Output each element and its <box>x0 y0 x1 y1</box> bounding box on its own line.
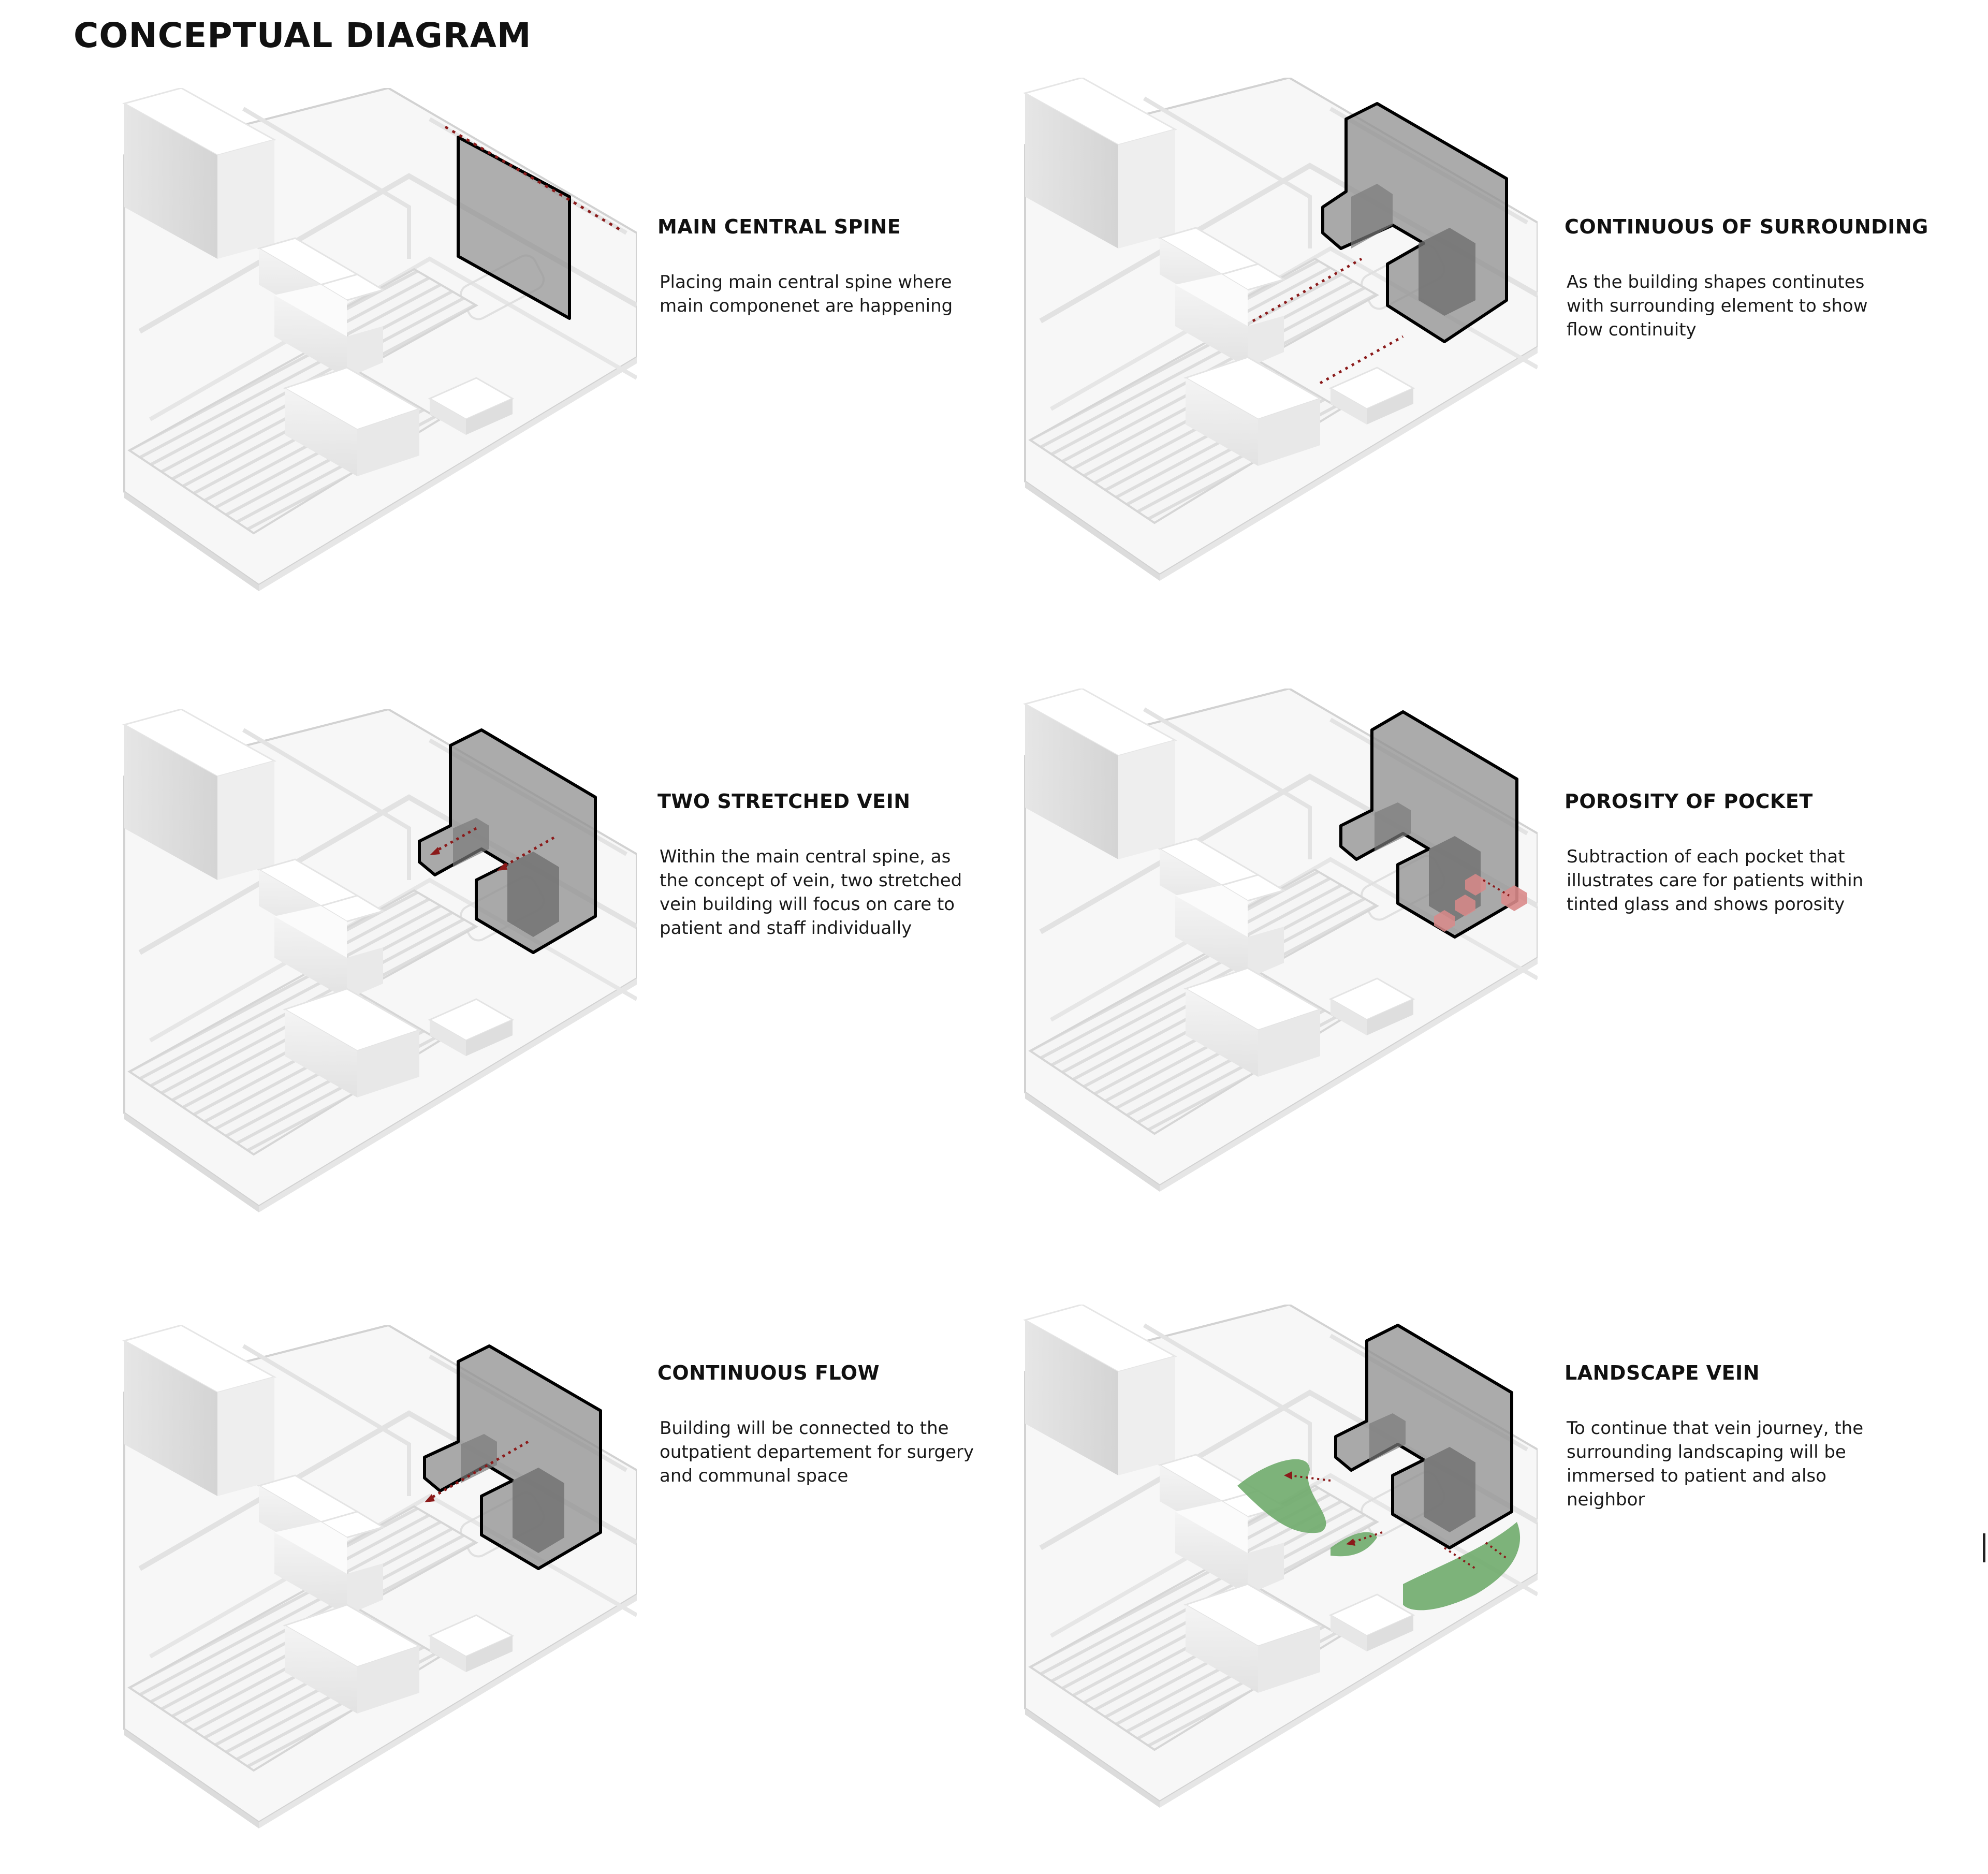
landscape-arrow <box>1443 1542 1508 1570</box>
landscape-arrow <box>1284 1471 1331 1482</box>
site-axonometric-drawing <box>1020 689 1538 1196</box>
flow-arrow <box>425 1440 529 1502</box>
panel-porosity-of-pocket: POROSITY OF POCKET Subtraction of each p… <box>1020 689 1941 1237</box>
panel-continuous-of-surrounding: CONTINUOUS OF SURROUNDING As the buildin… <box>1020 78 1941 626</box>
panel-heading: CONTINUOUS OF SURROUNDING <box>1565 215 1928 238</box>
continuity-line <box>1319 335 1404 385</box>
site-axonometric-drawing <box>1020 1305 1538 1812</box>
page-edge-mark <box>1983 1533 1985 1562</box>
page-title: CONCEPTUAL DIAGRAM <box>74 16 532 55</box>
vein-arrow <box>497 836 555 871</box>
panel-description: Within the main central spine, as the co… <box>660 846 962 939</box>
panel-heading: LANDSCAPE VEIN <box>1565 1361 1760 1384</box>
panel-description: Placing main central spine where main co… <box>660 272 953 316</box>
site-axonometric-drawing <box>119 88 637 595</box>
panel-description: Building will be connected to the outpat… <box>660 1418 974 1486</box>
vein-arrow <box>430 827 477 855</box>
panel-heading: CONTINUOUS FLOW <box>657 1361 880 1384</box>
spine-and-veins-volume <box>1334 1324 1513 1549</box>
spine-and-veins-volume <box>1321 102 1508 343</box>
panel-continuous-flow: CONTINUOUS FLOW Building will be connect… <box>119 1325 1041 1874</box>
pocket-cells <box>1434 874 1527 932</box>
site-axonometric-drawing <box>119 709 637 1217</box>
panel-heading: MAIN CENTRAL SPINE <box>657 215 901 238</box>
spine-and-veins-volume <box>423 1344 602 1570</box>
landscape-arrow <box>1346 1531 1383 1546</box>
panel-landscape-vein: LANDSCAPE VEIN To continue that vein jou… <box>1020 1305 1941 1853</box>
panel-description: To continue that vein journey, the surro… <box>1567 1418 1864 1510</box>
panel-main-central-spine: MAIN CENTRAL SPINE Placing main central … <box>119 88 1041 637</box>
panel-heading: POROSITY OF POCKET <box>1565 790 1813 813</box>
spine-axis-line <box>444 125 622 232</box>
site-axonometric-drawing <box>119 1325 637 1833</box>
panel-two-stretched-vein: TWO STRETCHED VEIN Within the main centr… <box>119 709 1041 1258</box>
panel-heading: TWO STRETCHED VEIN <box>657 790 911 813</box>
panel-description: Subtraction of each pocket that illustra… <box>1567 846 1864 915</box>
spine-and-veins-volume <box>418 728 597 954</box>
site-axonometric-drawing <box>1020 78 1538 585</box>
panel-description: As the building shapes continutes with s… <box>1567 272 1868 340</box>
